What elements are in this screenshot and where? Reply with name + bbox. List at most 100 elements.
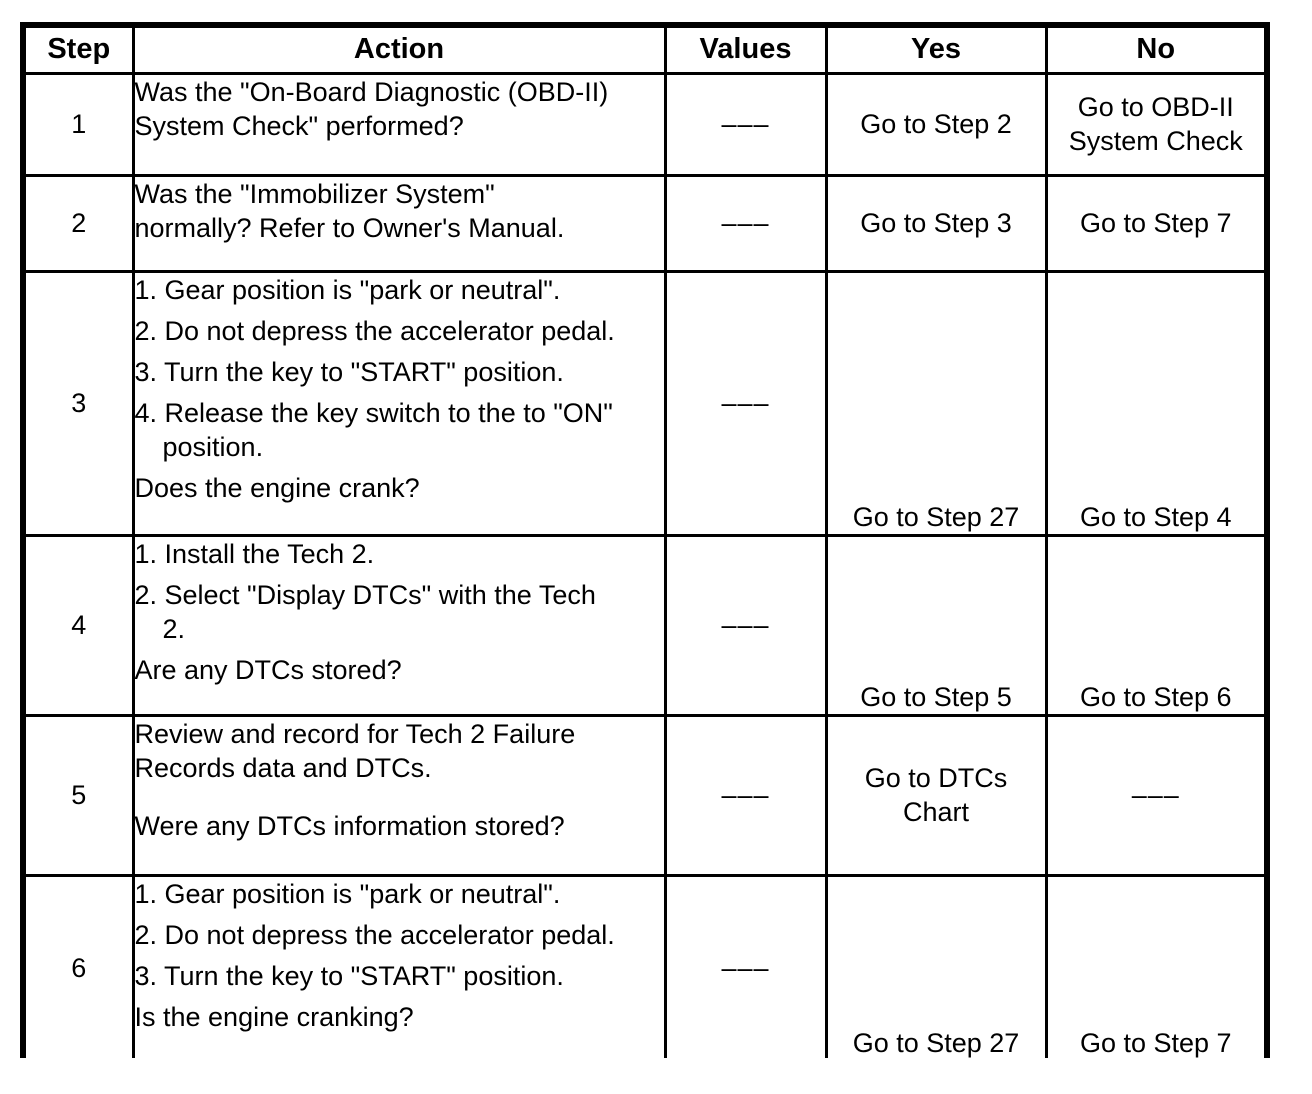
action-line: Was the "Immobilizer System" (134, 178, 495, 209)
action-line: 4. Release the key switch to the to "ON" (134, 397, 613, 428)
step-cell: 3 (21, 269, 135, 537)
yes-result-line: Go to Step 27 (852, 501, 1020, 532)
yes-result-line: Go to Step 3 (860, 208, 1012, 238)
column-header-action: Action (131, 23, 667, 75)
action-line: 2. (162, 613, 186, 644)
no-value-dash: ––– (721, 387, 770, 418)
action-numbered-item: 2. Do not depress the accelerator pedal. (134, 918, 662, 952)
action-line: Were any DTCs information stored? (134, 810, 565, 841)
paragraph-gap (136, 792, 662, 809)
action-line: Is the engine cranking? (134, 1001, 414, 1032)
step-cell: 6 (21, 873, 135, 1058)
action-line: Are any DTCs stored? (134, 654, 402, 685)
action-cell: 1. Install the Tech 2. 2. Select "Display… (131, 533, 667, 717)
yes-cell: Go to Step 27 (824, 873, 1048, 1058)
action-numbered-item: 3. Turn the key to "START" position. (134, 355, 662, 389)
action-text-line: Are any DTCs stored? (134, 653, 662, 687)
action-numbered-item: 2. Do not depress the accelerator pedal. (134, 314, 662, 348)
action-line: Records data and DTCs. (134, 752, 432, 783)
values-cell: ––– (663, 173, 828, 273)
step-cell: 4 (21, 533, 135, 717)
column-header-step: Step (21, 23, 135, 75)
no-value-dash: ––– (721, 609, 770, 640)
column-header-no: No (1044, 23, 1269, 75)
action-line: 2. Select "Display DTCs" with the Tech (134, 579, 596, 610)
no-cell: Go to Step 7 (1044, 173, 1269, 273)
action-line: Review and record for Tech 2 Failure (134, 718, 576, 749)
step-cell: 1 (21, 71, 135, 177)
values-cell: ––– (663, 713, 828, 877)
column-header-yes: Yes (824, 23, 1048, 75)
no-value-dash: ––– (1131, 780, 1180, 810)
no-result-line: Go to Step 7 (1079, 1028, 1232, 1058)
no-result-line: Go to Step 7 (1079, 208, 1232, 238)
action-numbered-item: 1. Gear position is "park or neutral". (134, 274, 662, 307)
yes-cell: Go to Step 3 (824, 173, 1048, 273)
no-cell: Go to OBD-II System Check (1044, 71, 1269, 177)
action-text-line: Is the engine cranking? (134, 1000, 662, 1034)
action-text-line: Was the "Immobilizer System"normally? Re… (134, 178, 662, 245)
action-cell: Was the "On-Board Diagnostic (OBD-II)Sys… (131, 71, 667, 177)
values-cell: ––– (663, 269, 828, 537)
action-line: 1. Gear position is "park or neutral". (134, 878, 561, 909)
no-result-line: Go to Step 4 (1079, 501, 1232, 532)
no-cell: ––– (1044, 713, 1269, 877)
action-text-line: Was the "On-Board Diagnostic (OBD-II)Sys… (134, 76, 662, 143)
no-result-line: System Check (1068, 126, 1243, 156)
action-line: System Check" performed? (134, 110, 464, 141)
column-header-values: Values (663, 23, 828, 75)
yes-result-line: Go to Step 5 (860, 681, 1012, 712)
action-numbered-item: 4. Release the key switch to the to "ON"… (134, 396, 662, 464)
action-line: normally? Refer to Owner's Manual. (134, 212, 565, 243)
yes-cell: Go to Step 5 (824, 533, 1048, 717)
no-cell: Go to Step 7 (1044, 873, 1269, 1058)
action-line: 2. Do not depress the accelerator pedal. (134, 919, 615, 950)
no-value-dash: ––– (721, 779, 770, 810)
yes-result-line: Go to Step 27 (852, 1028, 1020, 1058)
no-cell: Go to Step 4 (1044, 269, 1269, 537)
no-result-line: Go to Step 6 (1079, 681, 1232, 712)
step-cell: 2 (21, 173, 135, 273)
action-numbered-item: 1. Install the Tech 2. (134, 538, 662, 571)
action-line: 2. Do not depress the accelerator pedal. (134, 315, 615, 346)
table-header: Step Action Values Yes No (21, 23, 1269, 75)
no-result-line: Go to OBD-II (1077, 92, 1234, 122)
no-value-dash: ––– (721, 952, 770, 983)
action-cell: 1. Gear position is "park or neutral". 2.… (131, 873, 667, 1058)
action-line: 3. Turn the key to "START" position. (134, 960, 564, 991)
values-cell: ––– (663, 71, 828, 177)
action-cell: 1. Gear position is "park or neutral". 2.… (131, 269, 667, 537)
yes-result-line: Chart (902, 797, 970, 827)
action-numbered-item: 1. Gear position is "park or neutral". (134, 878, 662, 911)
action-text-line: Were any DTCs information stored? (134, 809, 662, 843)
yes-cell: Go to Step 2 (824, 71, 1048, 177)
header-row: Step Action Values Yes No (21, 23, 1269, 75)
values-cell: ––– (663, 873, 828, 1058)
values-cell: ––– (663, 533, 828, 717)
action-numbered-item: 3. Turn the key to "START" position. (134, 959, 662, 993)
action-line: 3. Turn the key to "START" position. (134, 356, 564, 387)
yes-result-line: Go to Step 2 (860, 109, 1012, 139)
yes-cell: Go to Step 27 (824, 269, 1048, 537)
action-cell: Was the "Immobilizer System"normally? Re… (131, 173, 667, 273)
action-text-line: Does the engine crank? (134, 471, 662, 505)
no-value-dash: ––– (721, 108, 770, 139)
step-cell: 5 (21, 713, 135, 877)
no-value-dash: ––– (721, 207, 770, 238)
action-line: Does the engine crank? (134, 472, 420, 503)
action-line: 1. Install the Tech 2. (134, 538, 375, 569)
action-line: position. (162, 431, 264, 462)
action-line: 1. Gear position is "park or neutral". (134, 274, 561, 305)
